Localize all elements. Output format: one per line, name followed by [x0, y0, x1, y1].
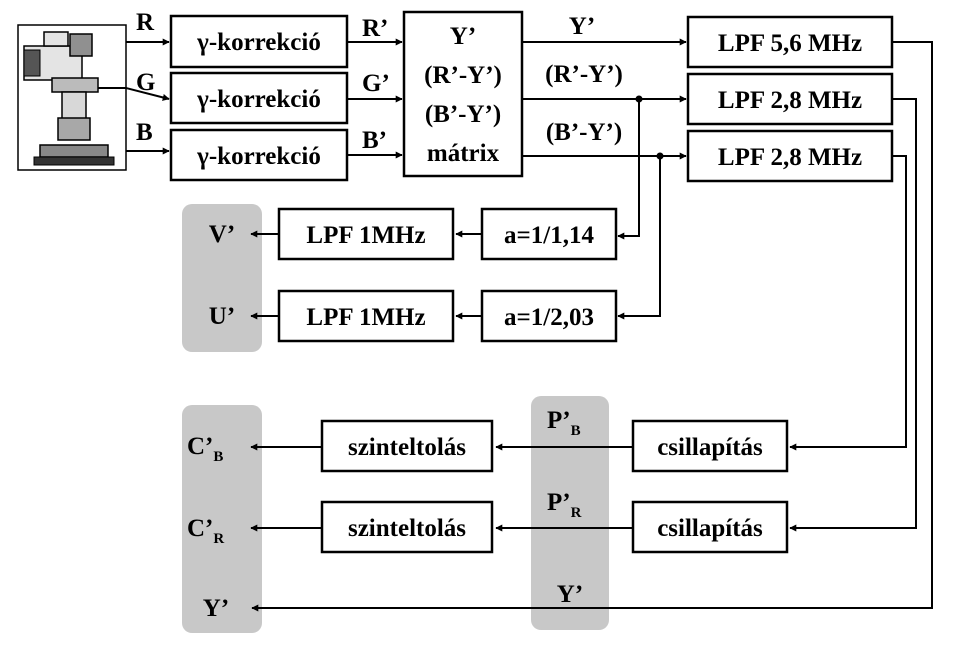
matrix-box: [402, 10, 524, 178]
lpf-v-label: LPF 1MHz: [306, 222, 425, 249]
gamma-correction-r-label: γ-korrekció: [196, 29, 321, 56]
scale-v-label: a=1/1,14: [504, 222, 594, 249]
b-prime-label: B’: [362, 127, 387, 154]
matrix-line-1: Y’: [450, 23, 476, 50]
output-v-label: V’: [209, 221, 235, 248]
lpf-ry-label: LPF 2,8 MHz: [718, 87, 862, 114]
pb-label: P’B: [547, 407, 581, 439]
matrix-line-2: (R’-Y’): [424, 62, 502, 89]
level-shift-r-label: szinteltolás: [348, 515, 466, 542]
lpf-by-box: [686, 129, 894, 183]
output-u-label: U’: [209, 303, 235, 330]
g-prime-label: G’: [362, 70, 390, 97]
pr-label: P’R: [547, 489, 582, 521]
mid-y-label: Y’: [557, 581, 583, 608]
b-minus-y-label: (B’-Y’): [546, 119, 622, 146]
lpf-y-box: [686, 15, 894, 69]
input-r-label: R: [136, 9, 155, 36]
scale-u-label: a=1/2,03: [504, 304, 594, 331]
p-signal-group: [531, 396, 609, 630]
wire-ry-tap: [617, 99, 640, 240]
attenuation-b-label: csillapítás: [657, 434, 763, 461]
output-cr-label: C’R: [187, 515, 224, 547]
matrix-line-4: mátrix: [427, 140, 500, 167]
scale-v-box: [480, 207, 618, 261]
output-y-label: Y’: [203, 595, 229, 622]
lpf-by-label: LPF 2,8 MHz: [718, 144, 862, 171]
camera-icon: [17, 24, 127, 171]
y-prime-label: Y’: [569, 13, 595, 40]
wire-ry-feedback: [789, 98, 917, 532]
lpf-y-label: LPF 5,6 MHz: [718, 30, 862, 57]
level-shift-b-label: szinteltolás: [348, 434, 466, 461]
lpf-u-label: LPF 1MHz: [306, 304, 425, 331]
r-minus-y-label: (R’-Y’): [545, 61, 623, 88]
gamma-correction-b-label: γ-korrekció: [196, 143, 321, 170]
attenuation-r-label: csillapítás: [657, 515, 763, 542]
lpf-u-box: [277, 289, 455, 343]
r-prime-label: R’: [362, 15, 388, 42]
wire-y-feedback: [251, 41, 933, 612]
gamma-correction-g-label: γ-korrekció: [196, 86, 321, 113]
input-g-label: G: [136, 69, 155, 96]
output-cb-label: C’B: [187, 433, 223, 465]
input-b-label: B: [136, 119, 153, 146]
wire-by-tap: [617, 156, 661, 320]
level-shift-b-box: [320, 419, 494, 473]
wire-by-feedback: [789, 155, 907, 451]
wire-g: [98, 87, 170, 101]
attenuation-b-box: [631, 419, 789, 473]
matrix-line-3: (B’-Y’): [425, 101, 501, 128]
gamma-correction-b-box: [169, 128, 349, 182]
component-output-group: [182, 405, 262, 633]
lpf-v-box: [277, 207, 455, 261]
vu-output-group: [182, 204, 262, 352]
